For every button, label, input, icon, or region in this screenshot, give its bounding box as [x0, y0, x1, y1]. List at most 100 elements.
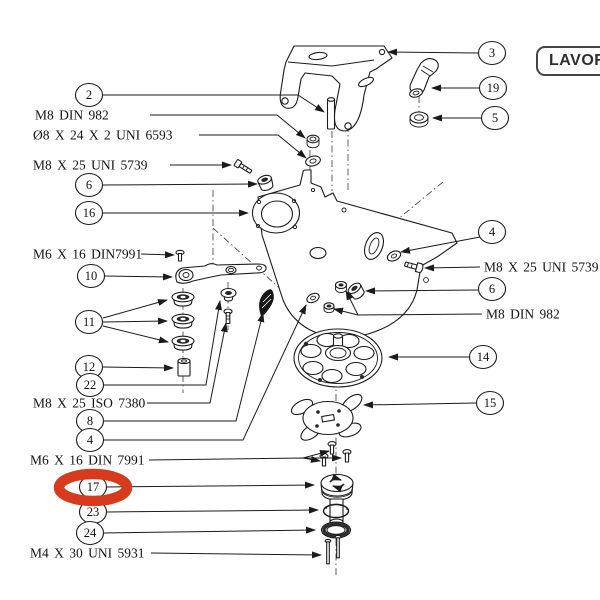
part-housing	[251, 169, 458, 338]
svg-text:16: 16	[83, 206, 96, 220]
part-lever	[175, 263, 267, 284]
svg-text:12: 12	[83, 360, 96, 374]
part-pin	[326, 97, 336, 130]
leader-label-6	[150, 551, 322, 559]
svg-text:15: 15	[484, 396, 497, 410]
leader-callout-11	[102, 325, 169, 344]
svg-text:17: 17	[87, 480, 100, 494]
part-screws-m6-lower	[319, 441, 352, 467]
svg-text:8: 8	[87, 414, 93, 428]
callout-10[interactable]: 10	[76, 263, 106, 289]
callout-6[interactable]: 6	[74, 172, 104, 198]
leader-callout-4	[400, 236, 481, 254]
part-label: M8 X 25 UNI 5739	[484, 260, 599, 275]
part-label: M8 X 25 UNI 5739	[33, 158, 148, 173]
svg-text:4: 4	[489, 225, 496, 239]
callout-6[interactable]: 6	[477, 276, 507, 302]
leader-label-4	[147, 322, 228, 404]
highlight-layer	[53, 468, 133, 507]
svg-text:4: 4	[87, 433, 94, 447]
svg-text:6: 6	[489, 282, 495, 296]
leader-callout-4	[104, 304, 307, 441]
part-bracket	[279, 45, 393, 132]
callout-5[interactable]: 5	[480, 105, 510, 131]
part-spacer	[177, 357, 191, 377]
callout-16[interactable]: 16	[74, 200, 104, 226]
part-nut-m8-top	[306, 134, 320, 149]
part-nut-m8-b	[323, 302, 335, 314]
callout-12[interactable]: 12	[74, 354, 104, 380]
leader-callout-6	[102, 180, 258, 188]
callout-23[interactable]: 23	[78, 499, 108, 525]
svg-text:14: 14	[477, 350, 490, 364]
callout-4[interactable]: 4	[477, 219, 507, 245]
part-screw-m6-upper	[175, 249, 185, 262]
part-label: M6 X 16 DIN 7991	[30, 453, 145, 468]
leader-label-3	[140, 251, 175, 259]
svg-text:23: 23	[87, 505, 100, 519]
leader-callout-17	[105, 481, 315, 489]
leader-callout-2	[102, 94, 325, 113]
part-label: M8 DIN 982	[486, 307, 560, 322]
callout-14[interactable]: 14	[468, 344, 498, 370]
part-nut-5	[409, 111, 429, 128]
part-washer-4-left	[306, 292, 320, 304]
part-nut-m8-a	[334, 280, 348, 293]
svg-text:24: 24	[84, 526, 97, 540]
leader-label-5	[148, 455, 321, 463]
leader-callout-10	[104, 273, 173, 281]
callout-11[interactable]: 11	[74, 309, 104, 335]
leader-label-1	[199, 134, 307, 159]
part-retaining-ring	[322, 503, 350, 519]
callout-24[interactable]: 24	[75, 520, 105, 546]
svg-text:5: 5	[492, 111, 498, 125]
leader-label-0	[150, 114, 306, 139]
part-bushing-left	[257, 174, 274, 191]
brand-logo-text: LAVOR	[549, 52, 600, 69]
callout-3[interactable]: 3	[477, 40, 507, 66]
leader-label-7	[424, 264, 481, 272]
leader-callout-3	[387, 48, 479, 56]
part-spring	[259, 289, 274, 316]
brand-logo: LAVOR	[536, 46, 600, 76]
part-label: Ø8 X 24 X 2 UNI 6593	[33, 128, 173, 143]
leader-callout-15	[363, 401, 477, 409]
svg-text:10: 10	[85, 269, 98, 283]
callout-2[interactable]: 2	[74, 82, 104, 108]
svg-text:11: 11	[83, 315, 95, 329]
leader-callout-23	[106, 506, 319, 514]
exploded-parts-drawing	[171, 45, 458, 565]
svg-text:6: 6	[86, 178, 92, 192]
highlight-ellipse-item-17	[53, 468, 133, 507]
leader-callout-11	[102, 299, 168, 319]
part-label: M8 X 25 ISO 7380	[33, 396, 146, 411]
part-label: M6 X 16 DIN7991	[33, 247, 142, 262]
part-labels: M8 DIN 982 Ø8 X 24 X 2 UNI 6593 M8 X 25 UN…	[30, 108, 599, 561]
svg-text:3: 3	[489, 46, 495, 60]
leader-callout-8	[104, 312, 265, 422]
leader-callout-6	[365, 287, 479, 295]
callout-19[interactable]: 19	[478, 75, 508, 101]
leader-callout-22	[104, 300, 222, 386]
leader-label-8	[333, 307, 359, 316]
svg-text:22: 22	[84, 378, 97, 392]
leader-callout-11	[102, 317, 168, 325]
part-screw-m8-right	[404, 261, 424, 274]
part-disc-wheel	[293, 328, 383, 388]
callout-22[interactable]: 22	[75, 372, 105, 398]
part-screw-m8-left	[233, 159, 253, 174]
leader-lines	[102, 48, 483, 559]
callout-15[interactable]: 15	[475, 390, 505, 416]
svg-text:19: 19	[487, 81, 500, 95]
part-screws-m4	[324, 534, 342, 565]
svg-text:2: 2	[86, 88, 92, 102]
part-hose-barb	[409, 57, 439, 98]
callout-4[interactable]: 4	[75, 427, 105, 453]
part-washer-22	[220, 287, 237, 302]
leader-callout-12	[102, 364, 174, 372]
part-label: M8 DIN 982	[35, 108, 109, 123]
leader-callout-24	[103, 526, 316, 534]
leader-label-5	[302, 449, 330, 459]
